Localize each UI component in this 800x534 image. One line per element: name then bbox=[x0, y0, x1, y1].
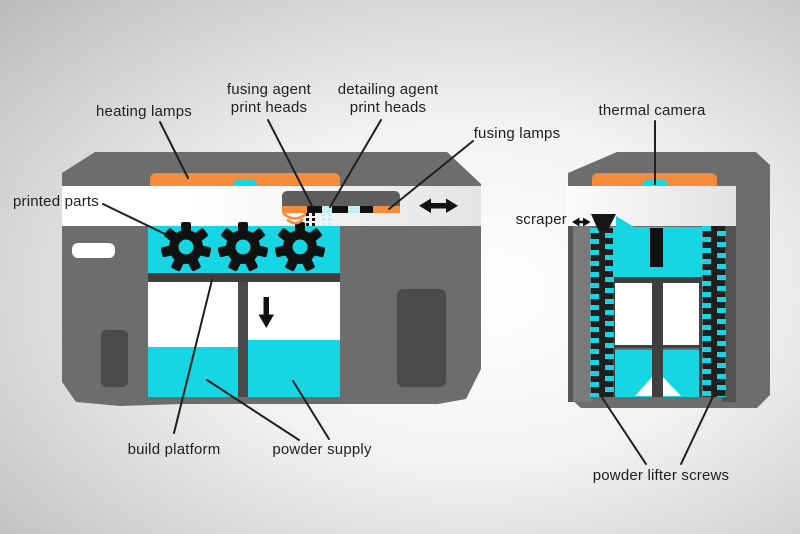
detailing-agent-head-segment bbox=[322, 206, 332, 213]
head-segment-dark2 bbox=[360, 206, 373, 213]
build-platform-plate bbox=[148, 273, 340, 282]
print-carriage-housing bbox=[282, 191, 400, 206]
right-vent-panel bbox=[397, 289, 446, 387]
powder-lifter-screw-left bbox=[590, 228, 614, 397]
screw-thread-right bbox=[605, 228, 614, 397]
center-column bbox=[652, 277, 663, 397]
feed-slot bbox=[650, 228, 663, 267]
right-carriage-band bbox=[566, 186, 736, 226]
fusing-agent-head-segment bbox=[307, 206, 322, 213]
left-shaft-wall bbox=[568, 226, 591, 402]
thermal-camera-dome bbox=[642, 179, 668, 186]
print-carriage-strip bbox=[282, 206, 400, 213]
label-scraper: scraper bbox=[515, 211, 567, 228]
fusing-lamp-segment bbox=[373, 206, 400, 213]
cavity-wall-right bbox=[699, 283, 702, 397]
label-detailing-agent-print-heads: detailing agent print heads bbox=[337, 81, 439, 116]
piston-cavity-right bbox=[663, 283, 702, 348]
supply-chamber-powder bbox=[248, 340, 340, 397]
chamber-divider-wall bbox=[238, 282, 248, 397]
label-fusing-lamps: fusing lamps bbox=[473, 125, 561, 142]
label-build-platform: build platform bbox=[127, 441, 221, 458]
head-segment-dark bbox=[332, 206, 348, 213]
left-vent-panel bbox=[101, 330, 128, 387]
screw-thread-left bbox=[702, 226, 711, 397]
label-fusing-agent-print-heads: fusing agent print heads bbox=[226, 81, 312, 116]
label-thermal-camera: thermal camera bbox=[598, 102, 706, 119]
head-segment-light bbox=[348, 206, 360, 213]
powder-lifter-screw-right bbox=[702, 226, 726, 397]
powder-bed bbox=[148, 226, 340, 273]
print-carriage bbox=[282, 191, 400, 213]
label-powder-lifter-screws: powder lifter screws bbox=[592, 467, 730, 484]
carriage-travel-band bbox=[62, 186, 481, 226]
powder-wave bbox=[616, 216, 634, 227]
screw-thread-left bbox=[590, 228, 599, 397]
left-thermal-sensor-dome bbox=[233, 179, 257, 186]
piston-cavity-left bbox=[615, 283, 652, 348]
label-heating-lamps: heating lamps bbox=[96, 103, 192, 120]
screw-thread-right bbox=[717, 226, 726, 397]
label-printed-parts: printed parts bbox=[13, 193, 99, 210]
label-powder-supply: powder supply bbox=[272, 441, 372, 458]
heating-lamp-segment bbox=[282, 206, 307, 213]
front-panel-handle bbox=[72, 243, 115, 258]
build-chamber-powder bbox=[148, 347, 238, 397]
